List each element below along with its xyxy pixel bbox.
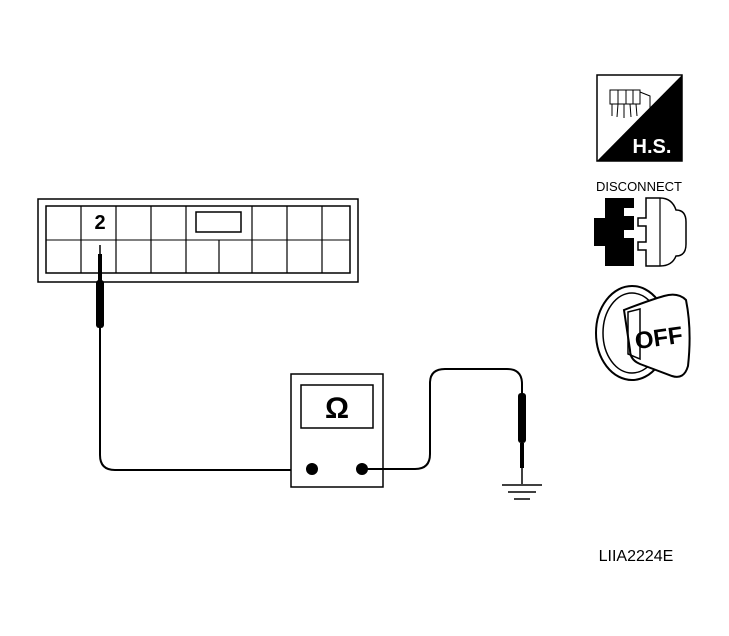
hs-label: H.S.: [633, 136, 672, 158]
wire-pin-to-meter: [99, 328, 312, 471]
meter-terminal-com: [306, 463, 318, 475]
harness-side-connector-icon: H.S.: [596, 74, 683, 162]
ignition-off-label: OFF: [633, 322, 684, 355]
wire-meter-to-ground: [362, 368, 523, 470]
meter-symbol: Ω: [325, 392, 349, 425]
ignition-key-off-icon: OFF: [595, 285, 691, 381]
connector-latch: [195, 211, 242, 233]
ground-symbol: [502, 484, 542, 500]
harness-connector: 2: [37, 198, 359, 283]
disconnect-label: DISCONNECT: [596, 179, 682, 194]
connector-pin-label: 2: [94, 212, 105, 234]
probe-pin-2: [96, 245, 104, 328]
probe-ground: [518, 393, 526, 484]
ohmmeter: Ω: [290, 373, 384, 488]
figure-reference-code: LIIA2224E: [599, 548, 674, 565]
disconnect-connector-icon: DISCONNECT: [594, 179, 687, 267]
